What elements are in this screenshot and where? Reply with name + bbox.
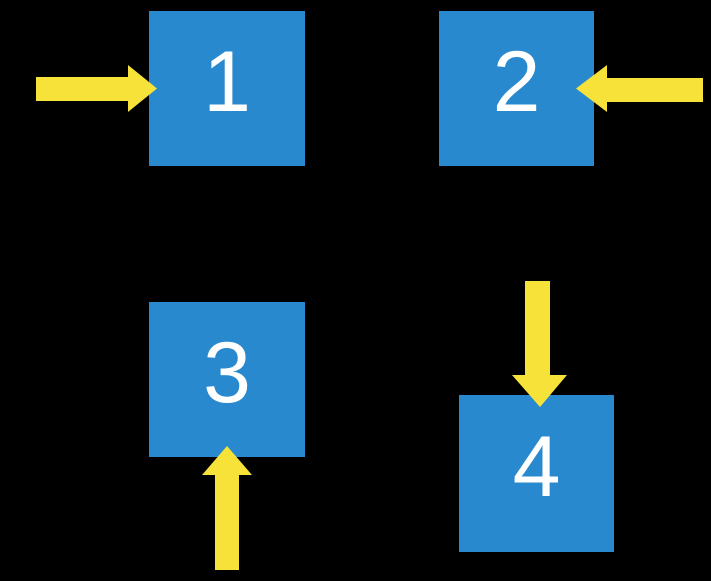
square-4-label: 4 xyxy=(512,418,561,515)
arrow-down-shape xyxy=(512,281,567,407)
square-4: 4 xyxy=(459,395,614,552)
square-3-label: 3 xyxy=(203,324,251,421)
arrow-right-shape xyxy=(36,65,157,112)
square-2-label: 2 xyxy=(492,33,541,130)
arrow-left-icon xyxy=(576,65,703,112)
square-2: 2 xyxy=(439,11,594,166)
arrow-left-shape xyxy=(576,65,703,112)
arrow-down-icon xyxy=(512,281,567,407)
arrow-up-shape xyxy=(202,446,252,570)
square-3: 3 xyxy=(149,302,305,457)
arrow-right-icon xyxy=(36,65,157,112)
arrow-up-icon xyxy=(202,446,252,570)
square-1: 1 xyxy=(149,11,305,166)
square-1-label: 1 xyxy=(203,33,251,130)
